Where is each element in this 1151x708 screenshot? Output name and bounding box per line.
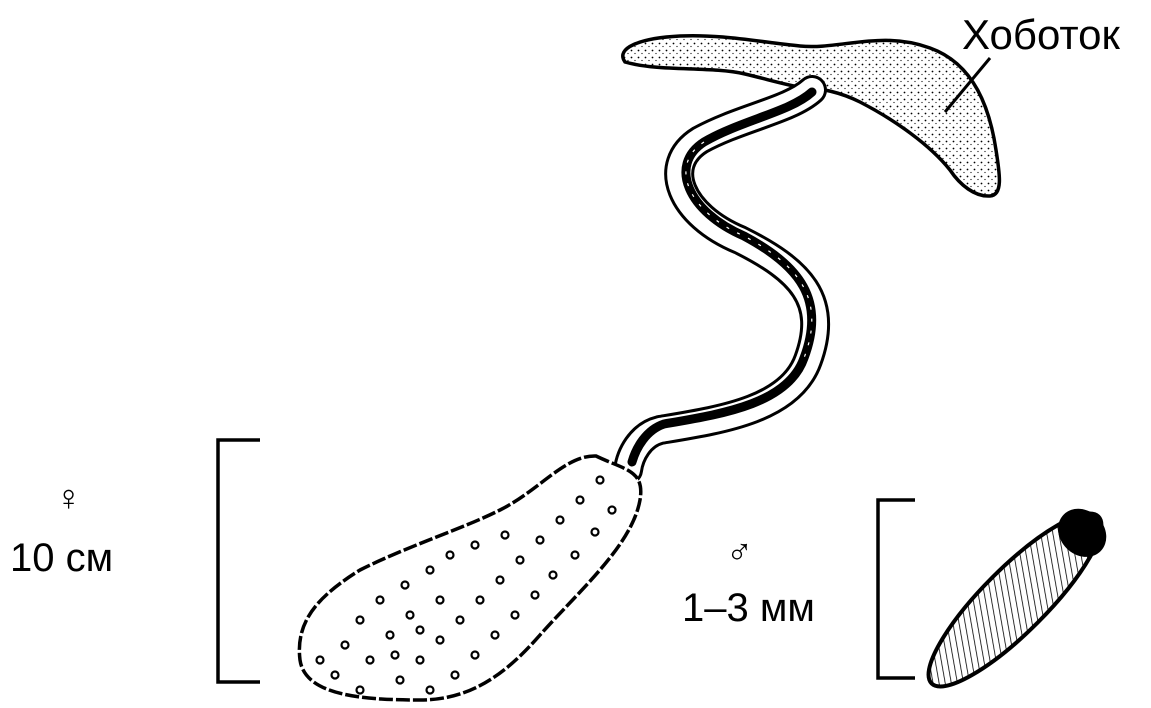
female-symbol: ♀ xyxy=(55,480,82,516)
male-symbol: ♂ xyxy=(726,534,753,570)
female-scale-bracket xyxy=(218,440,260,682)
male-size-label: 1–3 мм xyxy=(682,588,815,628)
male-body xyxy=(909,494,1121,706)
body-stalk xyxy=(628,90,815,470)
female-size-label: 10 см xyxy=(10,538,113,578)
male-scale-bracket xyxy=(878,500,915,678)
proboscis-label: Хоботок xyxy=(962,14,1120,56)
female-body xyxy=(299,456,640,700)
